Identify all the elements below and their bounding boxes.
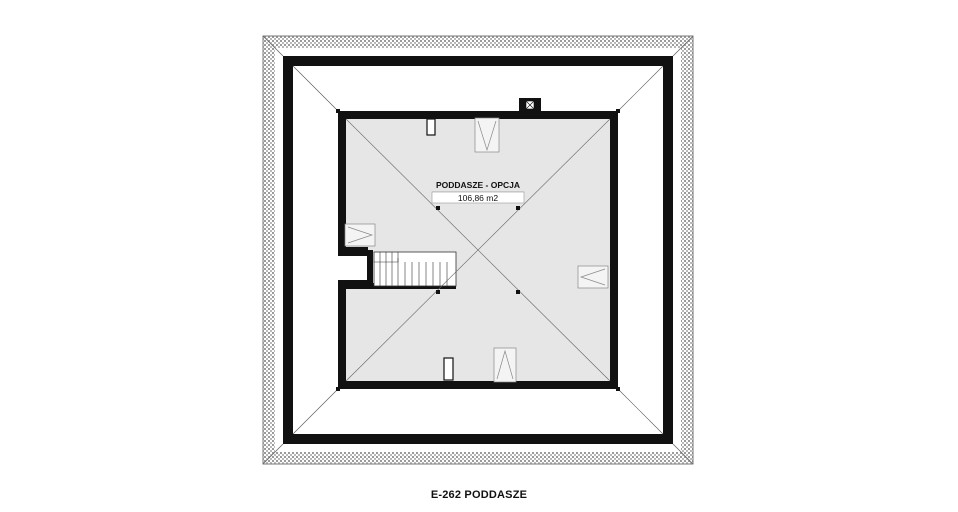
post-markers	[336, 109, 620, 391]
roof-window-left	[344, 223, 376, 247]
roof-hip-lines	[292, 65, 664, 435]
chimney	[519, 98, 541, 114]
vent-duct-bottom	[443, 357, 454, 381]
vent-duct-top	[426, 118, 436, 136]
room-name: PODDASZE - OPCJA	[436, 180, 520, 190]
room-label: PODDASZE - OPCJA 106,86 m2	[431, 180, 525, 204]
plan-caption: E-262 PODDASZE	[430, 489, 528, 501]
roof-window-top	[474, 117, 500, 153]
room-area: 106,86 m2	[458, 193, 498, 203]
staircase	[373, 251, 457, 287]
roof-window-bottom	[493, 347, 517, 383]
roof-window-right	[577, 265, 609, 289]
ridge-lines	[345, 118, 611, 382]
